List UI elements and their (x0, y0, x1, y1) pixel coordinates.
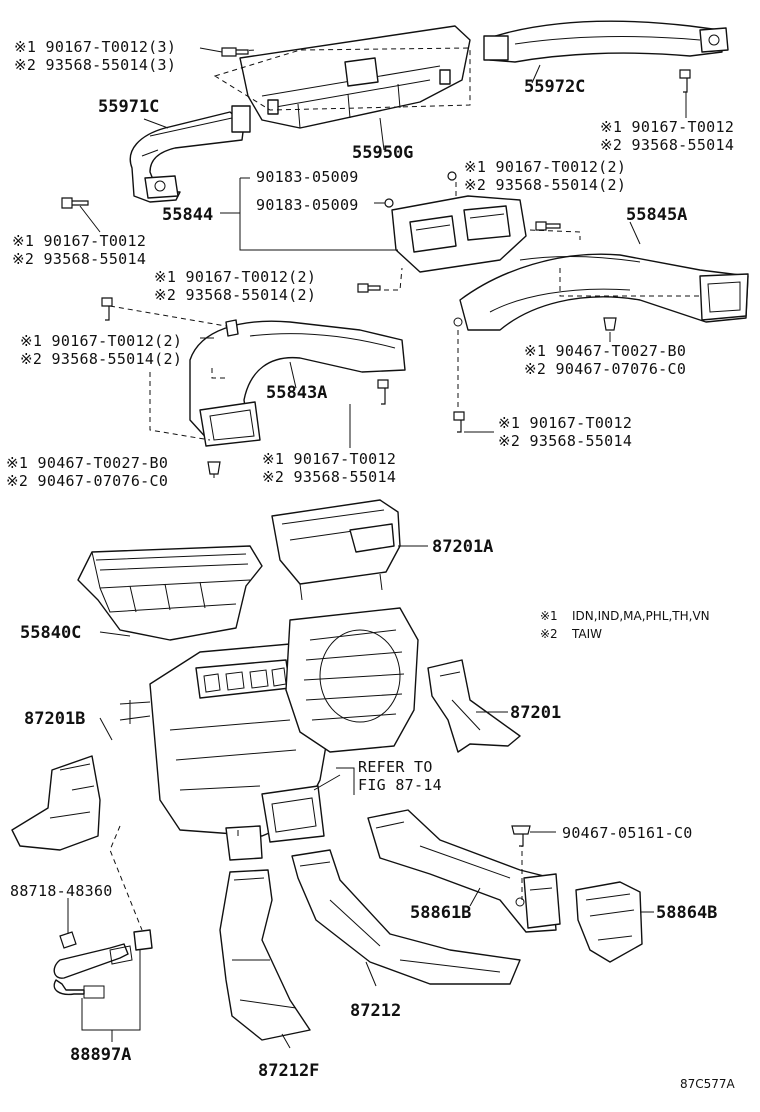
refer-note-line-1: REFER TO (358, 758, 433, 776)
bolt-label-8-line-1: ※1 90167-T0012 (262, 450, 396, 468)
part-55950G-shape (239, 25, 471, 129)
part-87201A-shape (271, 499, 401, 601)
part-label-58861B: 58861B (410, 903, 471, 923)
bolt-label-8-line-2: ※2 93568-55014 (262, 468, 396, 486)
part-label-88718-48360: 88718-48360 (10, 882, 113, 900)
bolt-label-1-line-2: ※2 93568-55014(3) (14, 56, 176, 74)
part-label-55843A: 55843A (266, 383, 327, 403)
part-55845A-shape (453, 253, 749, 331)
legend-mark-2: ※2 (540, 627, 558, 641)
part-87212F-shape (219, 869, 311, 1041)
clip-icon (511, 825, 531, 847)
part-55844-shape (391, 195, 527, 273)
part-hvac-unit-shape (119, 607, 419, 861)
bolt-icon (61, 197, 89, 209)
clip-icon (384, 198, 394, 208)
clip-label-2-line-2: ※2 90467-07076-C0 (6, 472, 168, 490)
legend-text-1: IDN,IND,MA,PHL,TH,VN (572, 609, 710, 623)
bolt-icon (357, 283, 381, 293)
clip-label-90183-upper: 90183-05009 (256, 168, 359, 186)
part-55840C-shape (77, 545, 263, 641)
bolt-icon (101, 297, 113, 321)
part-55972C-shape (483, 20, 729, 63)
bolt-label-2-line-1: ※1 90167-T0012 (600, 118, 734, 136)
clip-label-2-line-1: ※1 90467-T0027-B0 (6, 454, 168, 472)
clip-icon (447, 171, 457, 181)
part-58864B-shape (575, 881, 643, 963)
figure-code: 87C577A (680, 1077, 736, 1091)
part-label-55840C: 55840C (20, 623, 81, 643)
part-58861B-shape (367, 809, 561, 933)
part-label-88897A: 88897A (70, 1045, 131, 1065)
bolt-icon (377, 379, 389, 405)
refer-note-line-2: FIG 87-14 (358, 776, 442, 794)
bolt-icon (679, 69, 691, 93)
bolt-label-2-line-2: ※2 93568-55014 (600, 136, 734, 154)
part-label-87201: 87201 (510, 703, 561, 723)
bolt-label-4-line-1: ※1 90167-T0012 (12, 232, 146, 250)
clip-icon (603, 317, 617, 331)
part-label-87212F: 87212F (258, 1061, 319, 1081)
bolt-label-7-line-1: ※1 90167-T0012 (498, 414, 632, 432)
part-label-55845A: 55845A (626, 205, 687, 225)
part-55971C-shape (129, 105, 251, 203)
legend-mark-1: ※1 (540, 609, 558, 623)
clip-label-1-line-1: ※1 90467-T0027-B0 (524, 342, 686, 360)
bolt-label-6-line-2: ※2 93568-55014(2) (20, 350, 182, 368)
clip-icon (207, 461, 221, 475)
part-87212-shape (291, 849, 521, 985)
part-label-55972C: 55972C (524, 77, 585, 97)
bolt-label-4-line-2: ※2 93568-55014 (12, 250, 146, 268)
bolt-label-3-line-2: ※2 93568-55014(2) (464, 176, 626, 194)
clip-label-90467-05161: 90467-05161-C0 (562, 824, 693, 842)
bolt-label-1-line-1: ※1 90167-T0012(3) (14, 38, 176, 56)
part-label-55844: 55844 (162, 205, 213, 225)
bolt-icon (221, 47, 249, 57)
part-label-58864B: 58864B (656, 903, 717, 923)
legend-text-2: TAIW (571, 627, 602, 641)
part-label-87201A: 87201A (432, 537, 493, 557)
bolt-label-7-line-2: ※2 93568-55014 (498, 432, 632, 450)
clip-icon (59, 931, 77, 949)
part-label-55950G: 55950G (352, 143, 413, 163)
bolt-label-3-line-1: ※1 90167-T0012(2) (464, 158, 626, 176)
part-label-87212: 87212 (350, 1001, 401, 1021)
bolt-icon (535, 221, 561, 231)
part-label-87201B: 87201B (24, 709, 85, 729)
part-88897A-shape (53, 929, 153, 999)
bolt-label-5-line-1: ※1 90167-T0012(2) (154, 268, 316, 286)
part-87201B-shape (11, 755, 101, 851)
clip-label-1-line-2: ※2 90467-07076-C0 (524, 360, 686, 378)
bolt-label-5-line-2: ※2 93568-55014(2) (154, 286, 316, 304)
bolt-icon (453, 411, 465, 433)
part-label-55971C: 55971C (98, 97, 159, 117)
part-55843A-shape (189, 319, 406, 447)
part-87201-shape (427, 659, 521, 753)
clip-label-90183-lower: 90183-05009 (256, 196, 359, 214)
bolt-label-6-line-1: ※1 90167-T0012(2) (20, 332, 182, 350)
